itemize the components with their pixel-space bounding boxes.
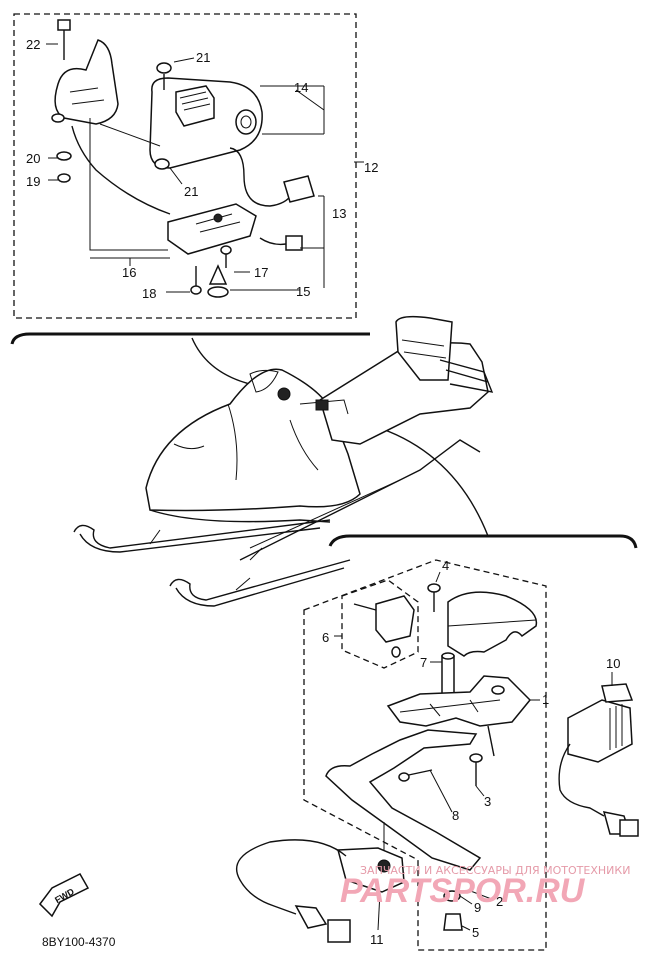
bottom-inset: 4 6 7 1 3 8 10 9 2 5 11 (235, 558, 639, 951)
watermark-line1: ЗАПЧАСТИ И АКСЕССУАРЫ ДЛЯ МОТОТЕХНИКИ (360, 864, 630, 877)
watermark: ЗАПЧАСТИ И АКСЕССУАРЫ ДЛЯ МОТОТЕХНИКИ PA… (340, 864, 630, 910)
screw-21-bottom (154, 158, 170, 170)
callout-8: 8 (452, 808, 459, 823)
callout-13: 13 (332, 206, 346, 221)
callout-11: 11 (370, 932, 384, 947)
callout-21-bottom: 21 (184, 184, 198, 199)
forward-arrow-icon: FWD (39, 873, 90, 918)
callout-21-top: 21 (196, 50, 210, 65)
grip-cover (447, 591, 538, 657)
diagram-code: 8BY100-4370 (42, 935, 116, 949)
callout-14: 14 (294, 80, 308, 95)
collar-7 (441, 655, 455, 699)
housing-switch-part (175, 85, 215, 127)
callout-20: 20 (26, 151, 40, 166)
bolt-3 (469, 753, 483, 763)
callout-10: 10 (606, 656, 620, 671)
callout-18: 18 (142, 286, 156, 301)
brake-switch-11 (337, 847, 405, 893)
screw-18 (190, 285, 202, 295)
connector-13b (285, 235, 303, 251)
switch-connector (327, 919, 351, 943)
callout-9: 9 (474, 900, 481, 915)
callout-12: 12 (364, 160, 378, 175)
callout-6: 6 (322, 630, 329, 645)
brake-lever-8 (325, 729, 482, 871)
callout-15: 15 (296, 284, 310, 299)
snowmobile-illustration (73, 315, 494, 607)
callout-2: 2 (496, 894, 503, 909)
top-inset: 22 21 14 12 13 20 19 21 16 17 18 15 (13, 13, 378, 319)
nut-19 (57, 173, 71, 183)
screw-21-top (156, 62, 172, 74)
part-6-frame (341, 579, 419, 669)
bolt-4 (427, 583, 441, 593)
rivet-15 (208, 264, 228, 285)
snowmobile-backrest (395, 315, 453, 381)
top-inset-frame (13, 13, 357, 319)
washer-20 (56, 151, 72, 161)
callout-17: 17 (254, 265, 268, 280)
callout-1: 1 (542, 692, 549, 707)
top-inset-bar (10, 332, 370, 345)
marker-throttle-location (277, 387, 291, 401)
callout-4: 4 (442, 558, 449, 573)
callout-16: 16 (122, 265, 136, 280)
screw-17 (220, 245, 232, 255)
callout-5: 5 (472, 925, 479, 940)
watermark-line2: PARTSPOR.RU (340, 872, 586, 910)
marker-brake-location (315, 399, 329, 411)
nut-5 (443, 913, 463, 931)
callout-19: 19 (26, 174, 40, 189)
callout-3: 3 (484, 794, 491, 809)
bottom-inset-frame (303, 559, 547, 951)
snowmobile-hood (145, 368, 361, 512)
bracket-1 (386, 675, 532, 727)
callout-22: 22 (26, 37, 40, 52)
callout-7: 7 (420, 655, 427, 670)
part-6-block (375, 595, 415, 643)
connector-13a (283, 175, 315, 203)
bottom-inset-bar (328, 534, 638, 549)
